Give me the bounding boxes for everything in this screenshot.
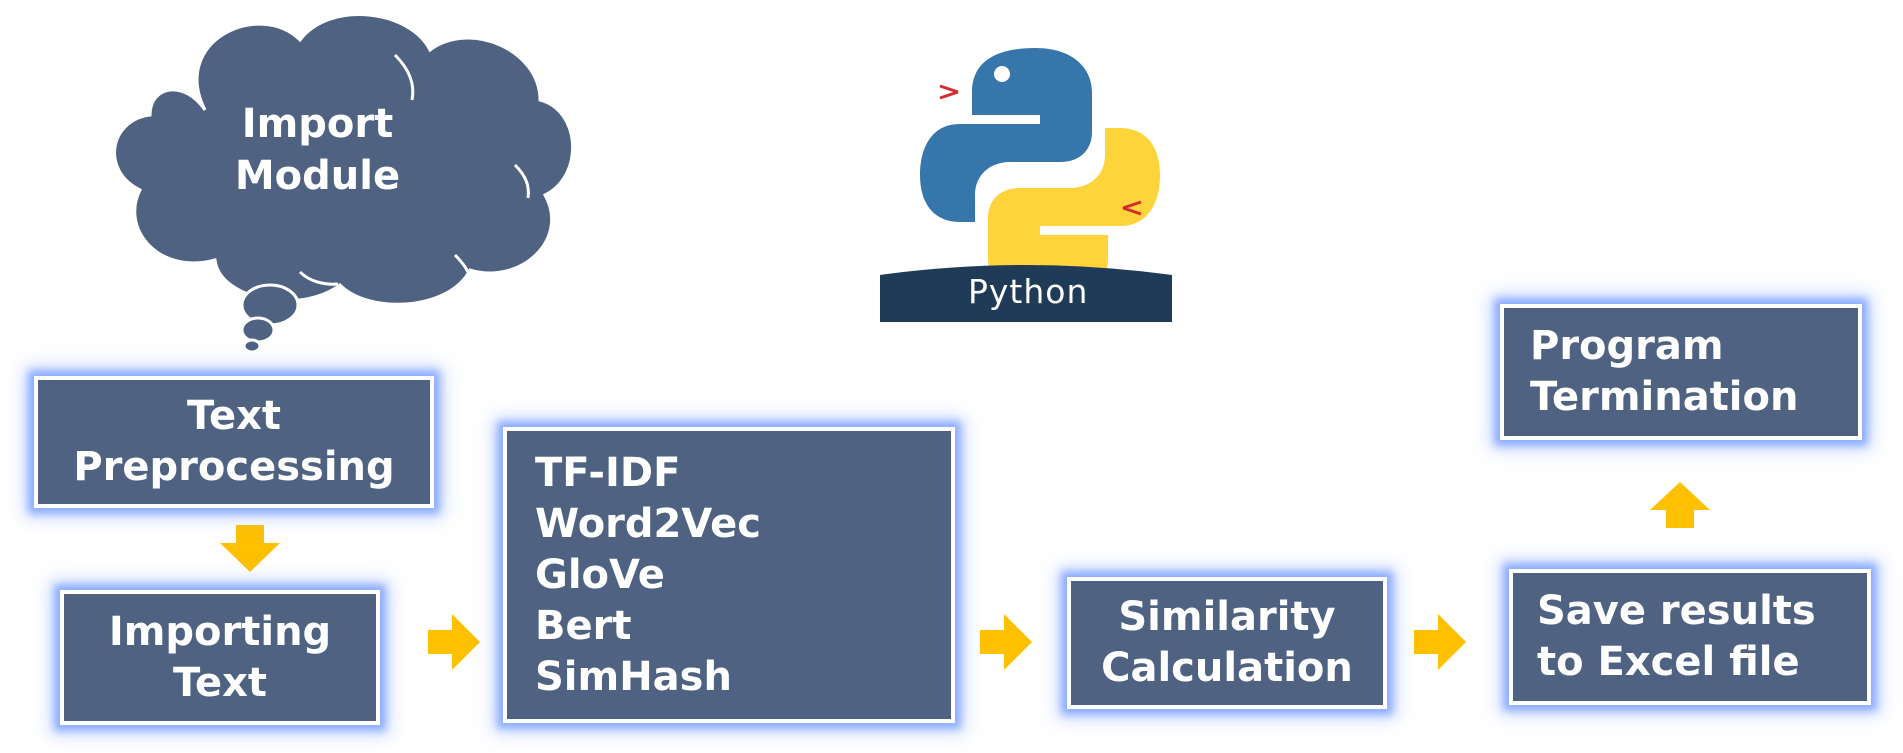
arrow-right-icon-2 (980, 614, 1032, 670)
python-wordmark-band (880, 265, 1172, 322)
arrow-right-icon-3 (1414, 614, 1466, 670)
box-line: Similarity (1118, 594, 1336, 640)
import-module-cloud (113, 13, 575, 354)
similarity-calculation-box: Similarity Calculation (1067, 577, 1387, 709)
python-yellow-snake-icon (988, 128, 1160, 302)
box-line: Text (172, 659, 268, 706)
arrow-down-icon (220, 525, 280, 572)
arrow-up-icon (1650, 482, 1710, 528)
box-line: Termination (1530, 374, 1799, 420)
model-word2vec: Word2Vec (535, 500, 761, 547)
model-bert: Bert (535, 602, 632, 649)
flow-arrows (220, 482, 1710, 670)
text-preprocessing-box: Text Preprocessing (34, 376, 434, 508)
model-glove: GloVe (535, 551, 665, 598)
arrow-right-icon-1 (428, 614, 480, 670)
box-line: Text (186, 393, 282, 439)
python-blue-snake-icon (920, 48, 1092, 222)
box-line: Preprocessing (73, 444, 395, 490)
box-line: to Excel file (1537, 639, 1800, 685)
program-termination-box: Program Termination (1500, 304, 1862, 440)
cloud-line-2: Module (234, 153, 401, 199)
models-box: TF-IDF Word2Vec GloVe Bert SimHash (503, 427, 955, 723)
importing-text-box: Importing Text (60, 590, 380, 725)
box-line: Program (1530, 323, 1724, 369)
save-results-box: Save results to Excel file (1509, 569, 1871, 705)
import-module-label: Import Module (205, 98, 430, 202)
box-line: Importing (108, 608, 332, 655)
model-tfidf: TF-IDF (535, 449, 681, 496)
python-wordmark: Python (968, 272, 1089, 311)
cloud-line-1: Import (241, 101, 394, 147)
python-logo (880, 48, 1172, 322)
model-simhash: SimHash (535, 653, 732, 700)
box-line: Calculation (1101, 645, 1353, 691)
box-line: Save results (1537, 588, 1816, 634)
